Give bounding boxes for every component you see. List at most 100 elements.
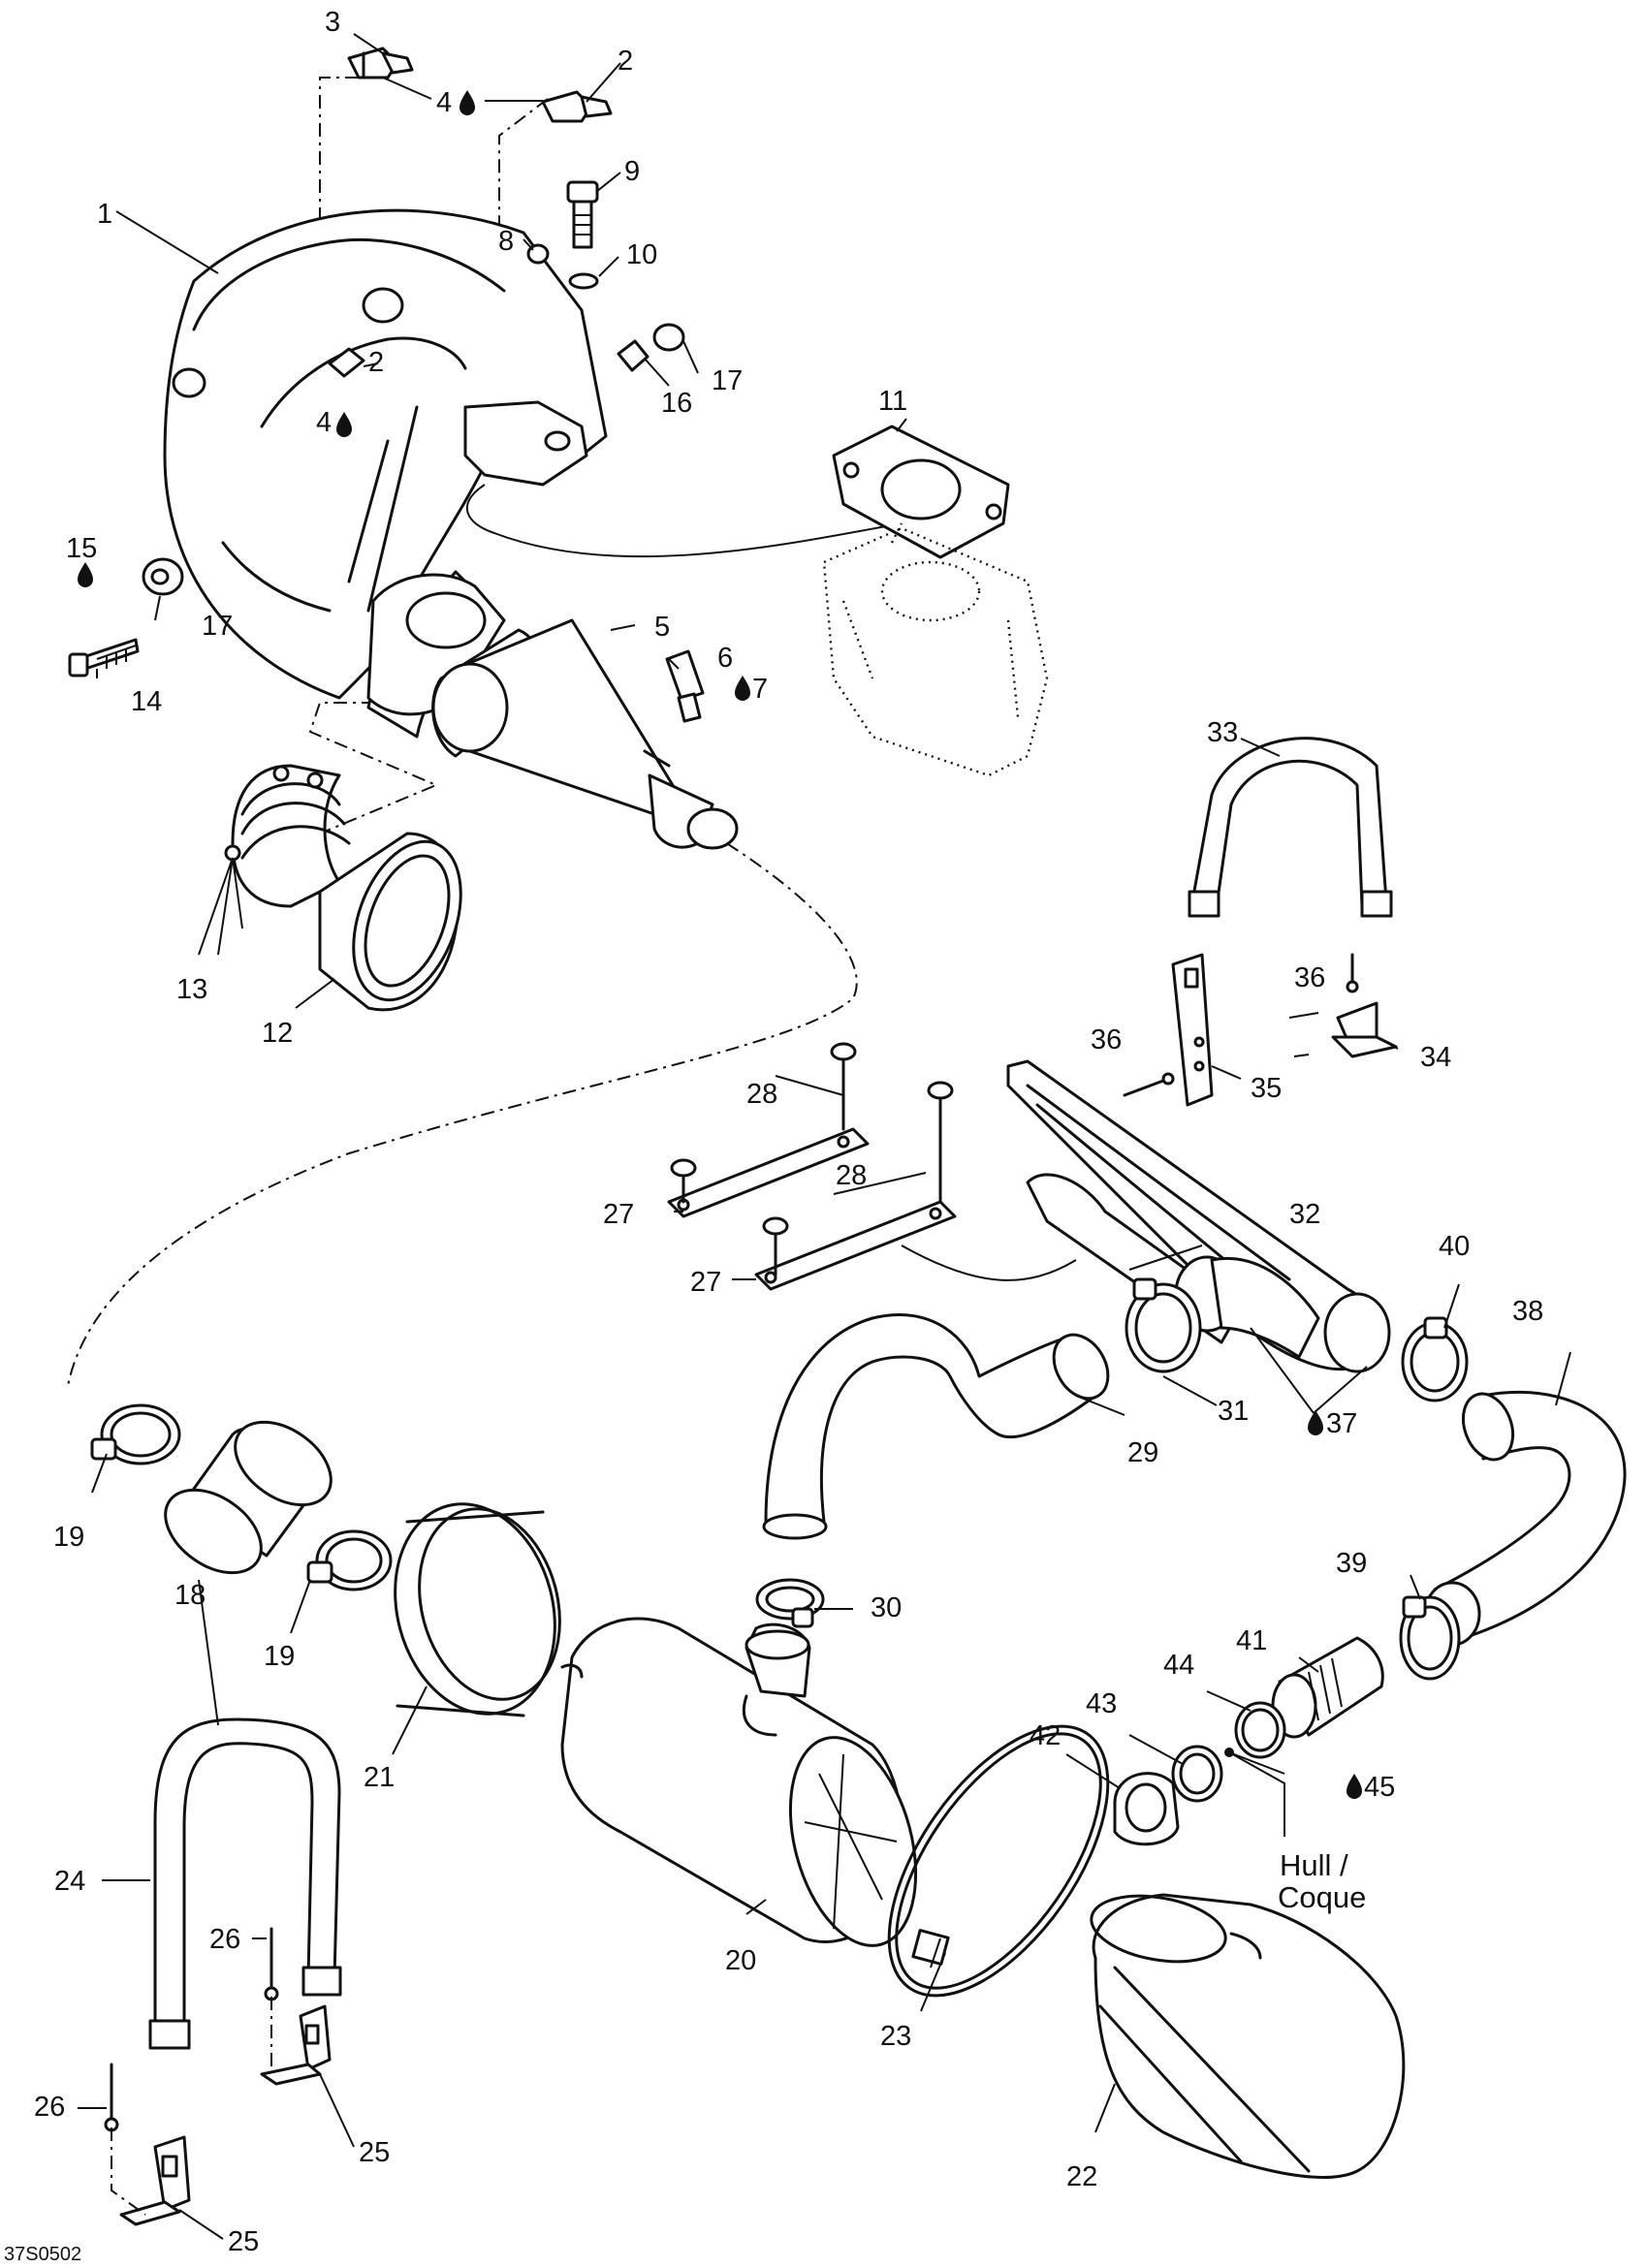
exhaust-gasket: [832, 425, 1010, 559]
clamp-31: [1125, 1277, 1202, 1373]
callout-22: 22: [1066, 2161, 1097, 2192]
callout-23: 23: [880, 2021, 911, 2052]
callout-1: 1: [97, 199, 112, 230]
callout-28-upper: 28: [746, 1079, 777, 1110]
callout-39: 39: [1336, 1548, 1367, 1579]
oil-drop-icon: [460, 90, 475, 115]
callout-36-right: 36: [1294, 962, 1325, 993]
hose-18: [164, 1420, 333, 1575]
bracket-25-upper: [260, 2004, 332, 2086]
callout-34: 34: [1420, 1042, 1451, 1073]
hull-marker: [1224, 1748, 1285, 1837]
hose-38: [1423, 1390, 1627, 1647]
callout-33: 33: [1207, 717, 1238, 748]
callout-41: 41: [1236, 1625, 1267, 1656]
callout-44: 44: [1163, 1650, 1194, 1681]
clamp-39: [1399, 1595, 1461, 1681]
callout-19-right: 19: [264, 1641, 295, 1672]
callout-38: 38: [1512, 1296, 1543, 1327]
strap-24: [148, 1717, 342, 2050]
fitting-6: [665, 649, 705, 723]
assembly-guide-lines: [67, 77, 1077, 1387]
exhaust-manifold: [163, 208, 608, 739]
callout-31: 31: [1218, 1396, 1249, 1427]
oil-drop-icon: [1308, 1410, 1323, 1435]
callout-30: 30: [871, 1592, 902, 1623]
oil-drop-icon: [1347, 1774, 1362, 1799]
callout-11: 11: [878, 386, 907, 417]
hull-note: Hull / Coque: [1278, 1848, 1366, 1914]
callout-32: 32: [1289, 1199, 1320, 1230]
fitting-41: [1271, 1636, 1384, 1739]
callout-42: 42: [1030, 1720, 1061, 1751]
bracket-35: [1171, 953, 1214, 1107]
rivets-26: [104, 1927, 279, 2216]
callout-12: 12: [262, 1018, 293, 1049]
clamp-40: [1401, 1316, 1469, 1402]
hull-note-line1: Hull /: [1280, 1848, 1348, 1882]
callout-19-left: 19: [53, 1522, 84, 1553]
rivets-36: [1123, 953, 1359, 1097]
callout-9: 9: [624, 156, 640, 187]
callout-4-top: 4: [436, 87, 452, 118]
callout-10: 10: [626, 239, 657, 270]
callout-6: 6: [717, 643, 733, 674]
callout-27-lower: 27: [690, 1267, 721, 1298]
exhaust-outlet-cone: [431, 618, 739, 850]
callout-3: 3: [325, 7, 340, 38]
bolt-14-assembly: [68, 557, 184, 677]
hull-note-line2: Coque: [1278, 1880, 1366, 1914]
resonator-22: [1090, 1893, 1406, 2179]
callout-20: 20: [725, 1945, 756, 1976]
diagram-code: 37S0502: [4, 2244, 81, 2265]
callout-labels: 1 2 2 3 4 4 5 6 7 8 9 10 11 12 13 14 15 …: [34, 7, 1543, 2257]
callout-5: 5: [654, 612, 670, 643]
callout-4-mid: 4: [316, 407, 332, 438]
callout-43: 43: [1086, 1688, 1117, 1719]
callout-8: 8: [498, 226, 514, 257]
callout-15: 15: [66, 533, 97, 564]
callout-18: 18: [174, 1580, 206, 1611]
bracket-25-lower: [119, 2135, 191, 2226]
nut-42: [1113, 1772, 1180, 1846]
ring-21: [394, 1502, 561, 1717]
callout-14: 14: [131, 686, 162, 717]
callout-29: 29: [1127, 1437, 1158, 1468]
callout-21: 21: [364, 1762, 395, 1793]
bracket-34: [1331, 1001, 1398, 1058]
strap-33: [1188, 737, 1393, 918]
ring-44: [1234, 1701, 1286, 1759]
screws-28: [670, 1042, 954, 1276]
callout-28-lower: 28: [836, 1160, 867, 1191]
callout-17-lower: 17: [202, 611, 233, 642]
oil-drop-icon: [735, 676, 750, 701]
callout-35: 35: [1251, 1073, 1282, 1104]
muffler-20: [560, 1617, 918, 1947]
callout-16: 16: [661, 388, 692, 419]
callout-2-top: 2: [618, 46, 633, 77]
strap-23: [887, 1724, 1110, 1998]
coupling-hose: [318, 832, 462, 1012]
callout-25-lower: 25: [228, 2226, 259, 2257]
callout-7: 7: [752, 674, 768, 705]
callout-40: 40: [1439, 1231, 1470, 1262]
callout-37: 37: [1326, 1408, 1357, 1439]
callout-17-upper: 17: [712, 365, 743, 396]
callout-45: 45: [1364, 1772, 1395, 1803]
hose-29: [762, 1312, 1110, 1540]
callout-27-upper: 27: [603, 1199, 634, 1230]
clamp-19-left: [90, 1403, 181, 1465]
callout-13: 13: [176, 974, 207, 1005]
hose-clamps-13: [224, 764, 351, 908]
callout-2-mid: 2: [368, 347, 384, 378]
oil-drop-icon: [78, 562, 93, 587]
plate-27-lower: [754, 1200, 957, 1291]
ring-43: [1171, 1745, 1223, 1803]
callout-26-upper: 26: [209, 1924, 240, 1955]
callout-36-left: 36: [1091, 1024, 1122, 1055]
clamp-19-right: [306, 1529, 393, 1591]
callout-24: 24: [54, 1866, 85, 1897]
callout-25-upper: 25: [359, 2137, 390, 2168]
engine-cylinder-outline: [822, 522, 1049, 777]
